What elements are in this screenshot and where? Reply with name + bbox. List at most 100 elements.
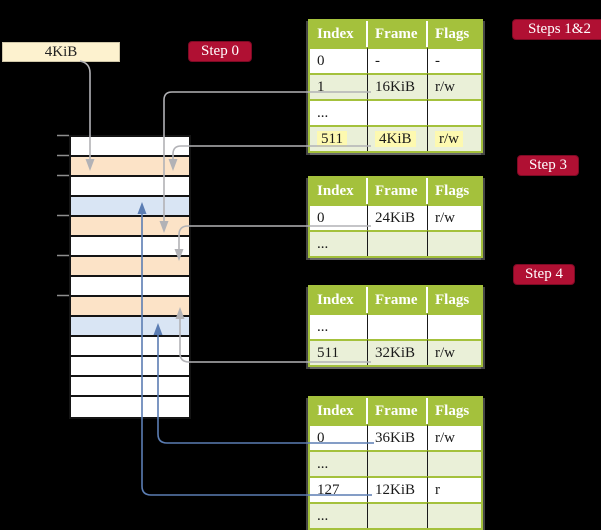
column-header-index: Index bbox=[310, 398, 368, 424]
column-header-frame: Frame bbox=[368, 21, 428, 47]
cell-value: 511 bbox=[317, 345, 339, 361]
memory-frame-orange bbox=[71, 297, 189, 317]
cell-value: 1 bbox=[317, 79, 325, 95]
page-table-cell: ... bbox=[310, 230, 368, 256]
cell-value: ... bbox=[317, 319, 329, 335]
page-table-cell: 16KiB bbox=[368, 73, 428, 99]
step-3-badge: Step 3 bbox=[517, 155, 579, 176]
memory-frame-orange bbox=[71, 217, 189, 237]
cell-value: r/w bbox=[435, 430, 455, 446]
memory-frame-white bbox=[71, 357, 189, 377]
page-table-cell bbox=[428, 313, 481, 339]
cell-value: 0 bbox=[317, 210, 325, 226]
column-header-flags: Flags bbox=[435, 26, 470, 42]
page-table-cell bbox=[368, 313, 428, 339]
page-table-row: ... bbox=[310, 230, 481, 256]
column-header-frame: Frame bbox=[368, 398, 428, 424]
page-table-cell bbox=[428, 230, 481, 256]
frame-size-label: 4KiB bbox=[2, 42, 120, 62]
cell-value: 24KiB bbox=[375, 210, 416, 226]
cell-value: 36KiB bbox=[375, 430, 416, 446]
cell-value: ... bbox=[317, 236, 329, 252]
cell-value: 0 bbox=[317, 53, 325, 69]
page-table-row: 511 32KiB r/w bbox=[310, 339, 481, 365]
column-header-flags: Flags bbox=[435, 292, 470, 308]
page-table-cell: 36KiB bbox=[368, 424, 428, 450]
column-header-flags: Flags bbox=[435, 183, 470, 199]
page-table-cell bbox=[428, 502, 481, 528]
memory-frame-orange bbox=[71, 157, 189, 177]
page-table-cell bbox=[368, 502, 428, 528]
step-4-badge: Step 4 bbox=[513, 264, 575, 285]
column-header-index: Index bbox=[310, 178, 368, 204]
page-table-cell: 4KiB bbox=[368, 125, 428, 151]
column-header-flags: Flags bbox=[435, 403, 470, 419]
page-table-cell bbox=[368, 99, 428, 125]
page-table-cell: ... bbox=[310, 502, 368, 528]
page-table-cell: r/w bbox=[428, 73, 481, 99]
cell-value: 127 bbox=[317, 482, 340, 498]
page-table-row: ... bbox=[310, 99, 481, 125]
column-header-frame: Frame bbox=[368, 287, 428, 313]
page-table-cell: 511 bbox=[310, 339, 368, 365]
steps-1-2-badge: Steps 1&2 bbox=[512, 19, 601, 40]
cell-value: ... bbox=[317, 508, 329, 524]
cell-value: r/w bbox=[435, 79, 455, 95]
step-0-badge: Step 0 bbox=[188, 41, 252, 62]
page-table-cell: 511 bbox=[310, 125, 368, 151]
physical-memory-column bbox=[69, 135, 191, 419]
page-table-row: ... bbox=[310, 502, 481, 528]
memory-frame-white bbox=[71, 277, 189, 297]
cell-value: r bbox=[435, 482, 440, 498]
column-header-index: Index bbox=[310, 287, 368, 313]
cell-value: 12KiB bbox=[375, 482, 416, 498]
page-table-cell: 12KiB bbox=[368, 476, 428, 502]
page-table-cell: r/w bbox=[428, 424, 481, 450]
column-header-index: Index bbox=[310, 21, 368, 47]
page-table-row: 127 12KiB r bbox=[310, 476, 481, 502]
page-table-cell: 24KiB bbox=[368, 204, 428, 230]
cell-value: 16KiB bbox=[375, 79, 416, 95]
page-table-cell: ... bbox=[310, 99, 368, 125]
memory-frame-white bbox=[71, 397, 189, 417]
cell-value: r/w bbox=[435, 345, 455, 361]
page-table-row: 0 -- bbox=[310, 47, 481, 73]
memory-frame-white bbox=[71, 177, 189, 197]
cell-value: 4KiB bbox=[375, 131, 416, 147]
column-header-frame: Frame bbox=[368, 178, 428, 204]
memory-frame-orange bbox=[71, 257, 189, 277]
page-table-row: 511 4KiB r/w bbox=[310, 125, 481, 151]
page-table-cell: 0 bbox=[310, 47, 368, 73]
page-table-cell: - bbox=[368, 47, 428, 73]
page-table-cell: r bbox=[428, 476, 481, 502]
cell-value: - bbox=[435, 53, 440, 69]
memory-frame-blue bbox=[71, 317, 189, 337]
page-table-row: 0 36KiB r/w bbox=[310, 424, 481, 450]
page-table-cell: 1 bbox=[310, 73, 368, 99]
page-table-cell bbox=[368, 230, 428, 256]
cell-value: r/w bbox=[435, 131, 463, 147]
page-table-row: 0 24KiB r/w bbox=[310, 204, 481, 230]
page-table-cell: 0 bbox=[310, 204, 368, 230]
memory-frame-white bbox=[71, 237, 189, 257]
page-table-cell: r/w bbox=[428, 125, 481, 151]
cell-value: ... bbox=[317, 105, 329, 121]
page-table-cell: 0 bbox=[310, 424, 368, 450]
page-table-cell: 127 bbox=[310, 476, 368, 502]
page-table-cell bbox=[368, 450, 428, 476]
page-table-cell: r/w bbox=[428, 204, 481, 230]
memory-frame-white bbox=[71, 137, 189, 157]
memory-frame-white bbox=[71, 337, 189, 357]
page-table-cell: 32KiB bbox=[368, 339, 428, 365]
page-table-cell: ... bbox=[310, 450, 368, 476]
page-table-row: 1 16KiB r/w bbox=[310, 73, 481, 99]
memory-frame-white bbox=[71, 377, 189, 397]
